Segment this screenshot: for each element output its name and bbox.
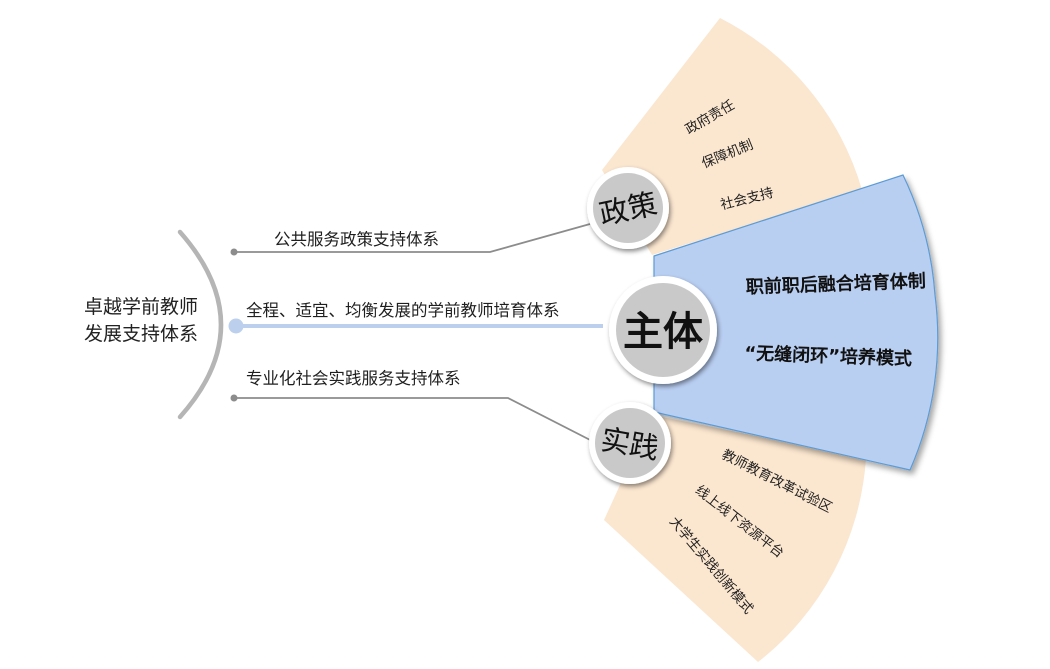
title-bracket-arc [177,229,224,420]
subject-fan [653,174,939,471]
connector-top-dot [230,248,238,256]
branch-label-middle: 全程、适宜、均衡发展的学前教师培育体系 [246,301,560,320]
connector-top [234,223,591,253]
hub-policy: 政策 [587,167,669,249]
hub-subject-label: 主体 [623,309,703,355]
title-line-1: 卓越学前教师 [84,296,198,318]
hub-subject: 主体 [609,276,717,384]
connector-middle-dot [228,318,244,334]
connector-lines [234,223,599,445]
connector-bottom [234,397,599,445]
practice-fan [604,415,866,662]
connector-bottom-dot [230,394,238,402]
title-line-2: 发展支持体系 [84,323,198,345]
branch-label-bottom: 专业化社会实践服务支持体系 [246,369,461,388]
branch-label-top: 公共服务政策支持体系 [274,230,439,249]
hub-practice: 实践 [589,402,671,484]
